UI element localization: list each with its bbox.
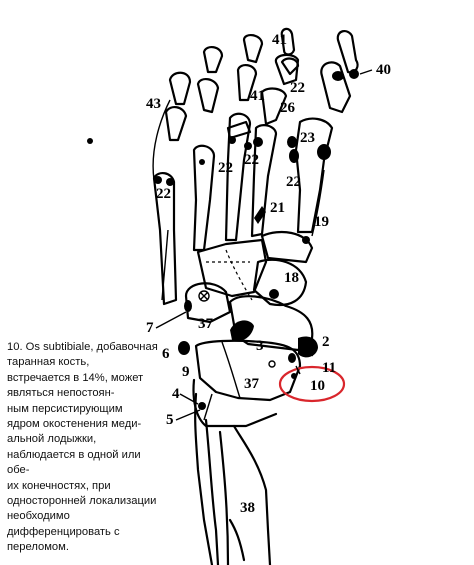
caption-line: их конечностях, при (7, 479, 111, 492)
label-9: 9 (182, 364, 190, 380)
label-21: 21 (270, 200, 285, 216)
label-22-top: 22 (290, 80, 305, 96)
label-37-upper: 37 (198, 316, 214, 332)
tibia-fibula (194, 392, 272, 565)
label-4: 4 (172, 386, 180, 402)
scan-speck (87, 138, 93, 144)
label-6: 6 (162, 346, 170, 362)
label-7: 7 (146, 320, 154, 336)
caption-line: односторонней локализации (7, 495, 157, 508)
label-11: 11 (322, 360, 336, 376)
accessory-ossicles (154, 69, 359, 410)
toe-phalanges (152, 27, 359, 306)
label-38: 38 (240, 500, 255, 516)
os-subtibiale-highlight (278, 365, 346, 403)
caption-line: таранная кость, (7, 356, 90, 369)
caption-line: ным персистирующим (7, 402, 123, 415)
label-3: 3 (256, 338, 264, 354)
label-10: 10 (310, 378, 325, 394)
caption-line: встречается в 14%, может (7, 371, 144, 384)
caption-line: наблюдается в одной или (7, 448, 141, 461)
caption-line: 10. Os subtibiale, добавочная (7, 341, 158, 353)
label-23: 23 (300, 130, 315, 146)
bone-number-labels: 40 41 22 43 41 26 23 22 22 22 22 21 19 1… (146, 32, 391, 516)
label-22-right: 22 (286, 174, 301, 190)
caption-text: 10. Os subtibiale, добавочная таранная к… (7, 340, 167, 556)
label-22-left: 22 (218, 160, 233, 176)
label-22-mid: 22 (244, 152, 259, 168)
label-5: 5 (166, 412, 174, 428)
caption-line: дифференцировать с (7, 525, 120, 538)
caption-line: альной лодыжки, (7, 433, 97, 446)
label-22-lateral: 22 (156, 186, 171, 202)
label-40: 40 (376, 62, 391, 78)
leader-lines (155, 69, 373, 421)
label-43: 43 (146, 96, 161, 112)
label-37-lower: 37 (244, 376, 260, 392)
caption-line: являться непостоян- (7, 387, 115, 400)
label-19: 19 (314, 214, 329, 230)
caption-line: обе- (7, 464, 30, 477)
caption-line: ядром окостенения меди- (7, 418, 142, 431)
label-2: 2 (322, 334, 330, 350)
label-41-top: 41 (272, 32, 287, 48)
label-41-mid: 41 (250, 88, 265, 104)
label-26: 26 (280, 100, 296, 116)
label-18: 18 (284, 270, 299, 286)
caption-line: необходимо (7, 510, 70, 523)
caption-line: переломом. (7, 541, 69, 554)
